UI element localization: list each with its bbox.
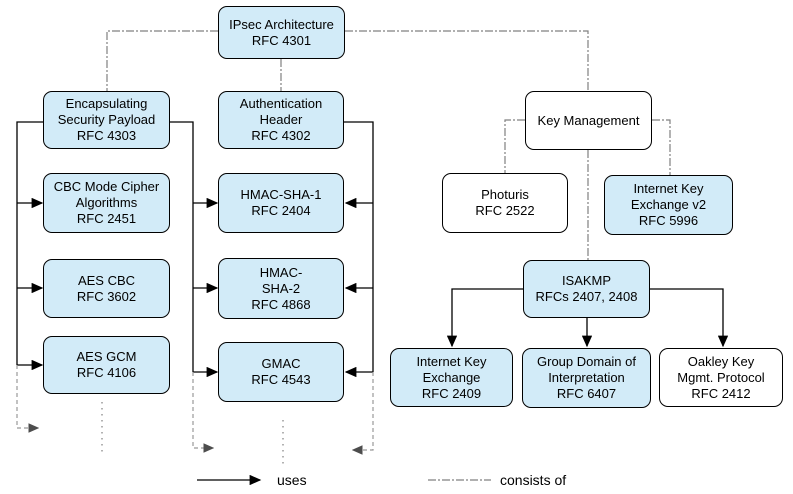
node-cbc: CBC Mode Cipher Algorithms RFC 2451 [43, 173, 170, 233]
node-hmacsha2: HMAC- SHA-2 RFC 4868 [218, 258, 344, 319]
node-ipsec: IPsec Architecture RFC 4301 [218, 6, 345, 59]
arrow-isakmp-to-ike [446, 288, 523, 348]
bus-esp-right [170, 121, 194, 372]
bus-ah-right [344, 121, 374, 372]
connector-ipsec-to-keymgmt [345, 30, 589, 91]
node-km: Key Management [525, 91, 652, 150]
continuation-arrow-esp-right [192, 372, 215, 453]
continuation-arrow-esp-left [16, 365, 40, 433]
node-ike: Internet Key Exchange RFC 2409 [390, 348, 513, 407]
node-gdoi: Group Domain of Interpretation RFC 6407 [522, 348, 651, 408]
node-gmac: GMAC RFC 4543 [218, 342, 344, 402]
node-hmacsha1: HMAC-SHA-1 RFC 2404 [218, 173, 344, 233]
connector-ipsec-to-esp [106, 30, 218, 91]
node-esp: Encapsulating Security Payload RFC 4303 [43, 91, 170, 149]
legend-uses-label: uses [277, 472, 307, 488]
node-ah: Authentication Header RFC 4302 [218, 91, 344, 149]
node-ikev2: Internet Key Exchange v2 RFC 5996 [604, 175, 733, 235]
node-aescbc: AES CBC RFC 3602 [43, 259, 170, 318]
bus-esp-left [16, 121, 43, 365]
connector-keymgmt-to-ikev2 [652, 119, 671, 175]
node-oakley: Oakley Key Mgmt. Protocol RFC 2412 [659, 348, 783, 407]
continuation-arrow-ah-right [351, 372, 374, 455]
node-isakmp: ISAKMP RFCs 2407, 2408 [523, 260, 650, 318]
node-photuris: Photuris RFC 2522 [442, 173, 568, 233]
connector-keymgmt-to-photuris [504, 119, 525, 173]
arrow-isakmp-to-oakley [650, 288, 729, 348]
node-aesgcm: AES GCM RFC 4106 [43, 336, 170, 394]
legend-consists-of-label: consists of [500, 472, 567, 488]
